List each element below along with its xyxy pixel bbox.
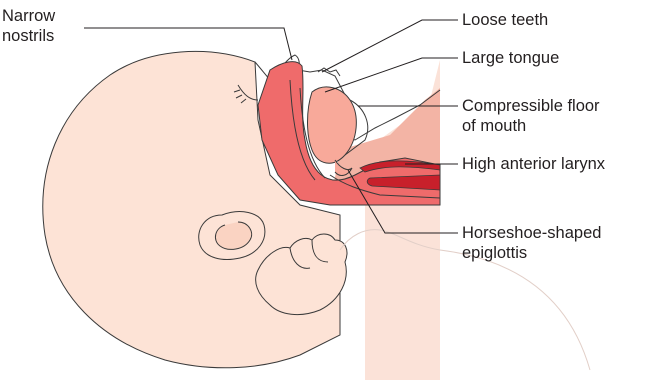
label-high-anterior-larynx: High anterior larynx [462,154,605,174]
label-loose-teeth: Loose teeth [462,10,548,30]
label-horseshoe-epiglottis: Horseshoe-shaped epiglottis [462,223,601,263]
label-large-tongue: Large tongue [462,48,559,68]
label-narrow-nostrils: Narrow nostrils [2,6,55,46]
body-curve [440,250,590,370]
label-compressible-floor: Compressible floor of mouth [462,96,600,136]
teeth [318,68,340,76]
leader-loose-teeth [322,20,458,72]
